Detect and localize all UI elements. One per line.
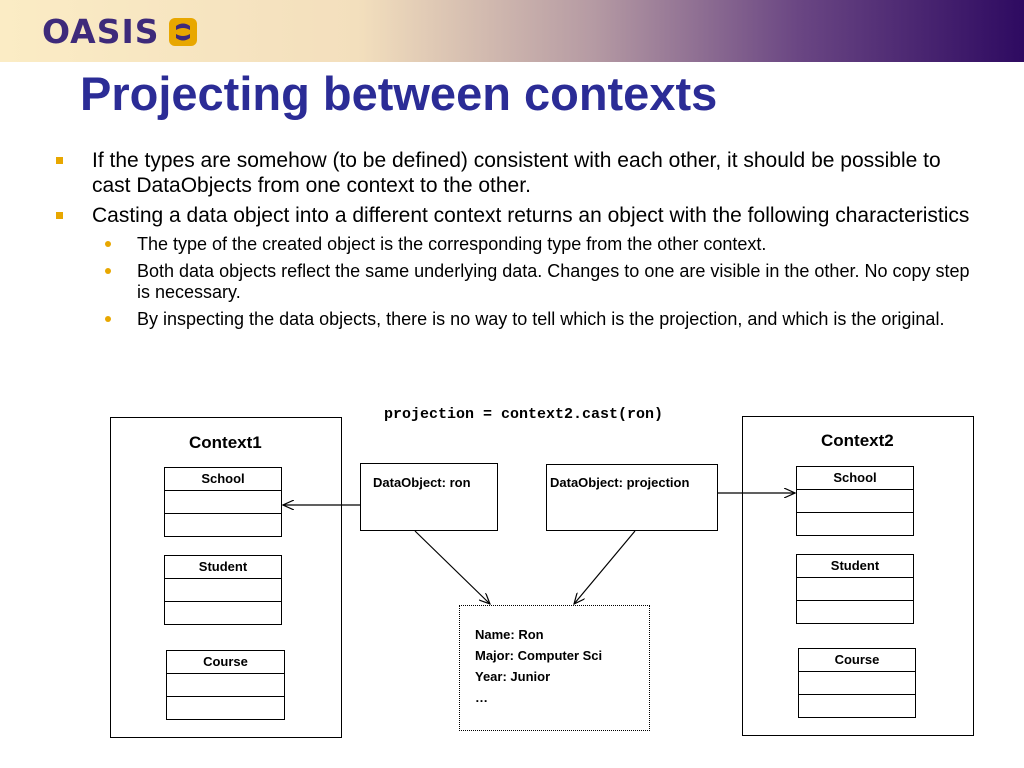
table-row — [798, 671, 916, 695]
context1-course-table: Course — [166, 650, 285, 720]
cast-code: projection = context2.cast(ron) — [384, 406, 664, 423]
underlying-data-box: Name: Ron Major: Computer Sci Year: Juni… — [459, 605, 650, 731]
table-header: Student — [796, 554, 914, 578]
context2-label: Context2 — [821, 431, 894, 450]
dataobject-projection-box: DataObject: projection — [546, 464, 718, 531]
context2-course-table: Course — [798, 648, 916, 718]
sub-bullet-marker — [105, 241, 111, 247]
arrow-projection-to-data — [574, 530, 636, 604]
sub-bullet-item: By inspecting the data objects, there is… — [52, 309, 982, 330]
table-row — [166, 696, 285, 720]
bullet-marker — [56, 212, 63, 219]
data-line: Major: Computer Sci — [475, 648, 603, 663]
table-row — [798, 694, 916, 718]
oasis-mark-icon — [168, 18, 197, 46]
bullet-item: Casting a data object into a different c… — [52, 203, 982, 228]
table-row — [796, 600, 914, 624]
context2-school-table: School — [796, 466, 914, 536]
data-line: Name: Ron — [475, 627, 544, 642]
sub-bullet-item: Both data objects reflect the same under… — [52, 261, 982, 303]
table-row — [166, 673, 285, 697]
table-row — [164, 513, 282, 537]
context2-student-table: Student — [796, 554, 914, 624]
bullet-item: If the types are somehow (to be defined)… — [52, 148, 982, 198]
context1-label: Context1 — [189, 433, 262, 452]
data-line: … — [475, 690, 488, 705]
table-row — [164, 601, 282, 625]
sub-bullet-marker — [105, 268, 111, 274]
arrow-ron-to-data — [414, 530, 490, 604]
sub-bullet-text: Both data objects reflect the same under… — [137, 261, 970, 302]
sub-bullet-text: By inspecting the data objects, there is… — [137, 309, 945, 329]
logo-text: OASIS — [42, 12, 160, 51]
bullet-marker — [56, 157, 63, 164]
bullet-text: Casting a data object into a different c… — [92, 204, 970, 227]
sub-bullet-marker — [105, 316, 111, 322]
slide-title: Projecting between contexts — [80, 67, 718, 120]
oasis-logo: OASIS — [42, 12, 198, 52]
context1-school-table: School — [164, 467, 282, 537]
sub-bullet-text: The type of the created object is the co… — [137, 234, 767, 254]
bullet-text: If the types are somehow (to be defined)… — [92, 149, 941, 197]
dataobject-ron-box: DataObject: ron — [360, 463, 498, 531]
bullet-list: If the types are somehow (to be defined)… — [52, 148, 982, 330]
sub-bullet-item: The type of the created object is the co… — [52, 234, 982, 255]
table-row — [796, 512, 914, 536]
table-header: Course — [798, 648, 916, 672]
context1-student-table: Student — [164, 555, 282, 625]
data-line: Year: Junior — [475, 669, 551, 684]
